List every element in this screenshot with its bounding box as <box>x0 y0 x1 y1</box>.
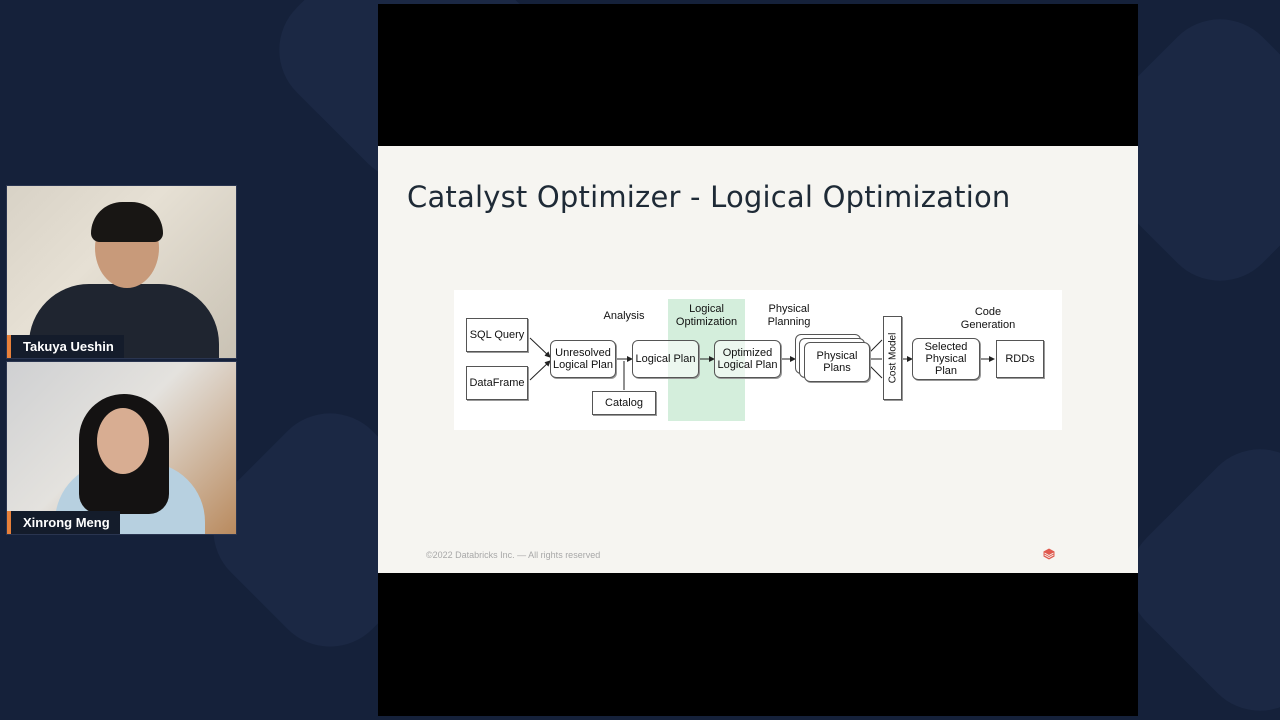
phase-label-physical-planning: Physical Planning <box>767 303 811 328</box>
box-rdds: RDDs <box>996 340 1044 378</box>
box-optimized-logical-plan: Optimized Logical Plan <box>714 340 781 378</box>
catalyst-diagram: Analysis Logical Optimization Physical P… <box>454 290 1062 430</box>
participant-head <box>97 408 149 474</box>
presentation-slide: Catalyst Optimizer - Logical Optimizatio… <box>378 146 1138 573</box>
box-sql-query: SQL Query <box>466 318 528 352</box>
diagram-arrows <box>529 337 995 390</box>
databricks-logo-icon <box>1043 548 1055 560</box>
box-selected-physical-plan: Selected Physical Plan <box>912 338 980 380</box>
arrow <box>529 360 551 381</box>
screen-share: Catalyst Optimizer - Logical Optimizatio… <box>378 4 1138 716</box>
phase-label-analysis: Analysis <box>603 310 645 322</box>
phase-label-logical-optimization: Logical Optimization <box>675 303 738 328</box>
box-unresolved-logical-plan: Unresolved Logical Plan <box>550 340 616 378</box>
participant-hair <box>91 202 163 242</box>
cost-model-label: Cost Model <box>887 332 898 384</box>
box-dataframe: DataFrame <box>466 366 528 400</box>
phase-label-code-generation: Code Generation <box>960 306 1016 331</box>
arrow <box>869 365 883 379</box>
arrow <box>529 337 551 358</box>
video-tile-xinrong[interactable]: Xinrong Meng <box>6 361 237 535</box>
participant-name-tag: Takuya Ueshin <box>7 335 124 358</box>
slide-title: Catalyst Optimizer - Logical Optimizatio… <box>407 180 1011 214</box>
slide-footer: ©2022 Databricks Inc. — All rights reser… <box>426 550 601 560</box>
box-physical-plans: Physical Plans <box>804 342 870 382</box>
box-cost-model: Cost Model <box>883 316 902 400</box>
arrow <box>869 339 883 353</box>
box-logical-plan: Logical Plan <box>632 340 699 378</box>
participant-name-tag: Xinrong Meng <box>7 511 120 534</box>
video-tile-takuya[interactable]: Takuya Ueshin <box>6 185 237 359</box>
box-catalog: Catalog <box>592 391 656 415</box>
